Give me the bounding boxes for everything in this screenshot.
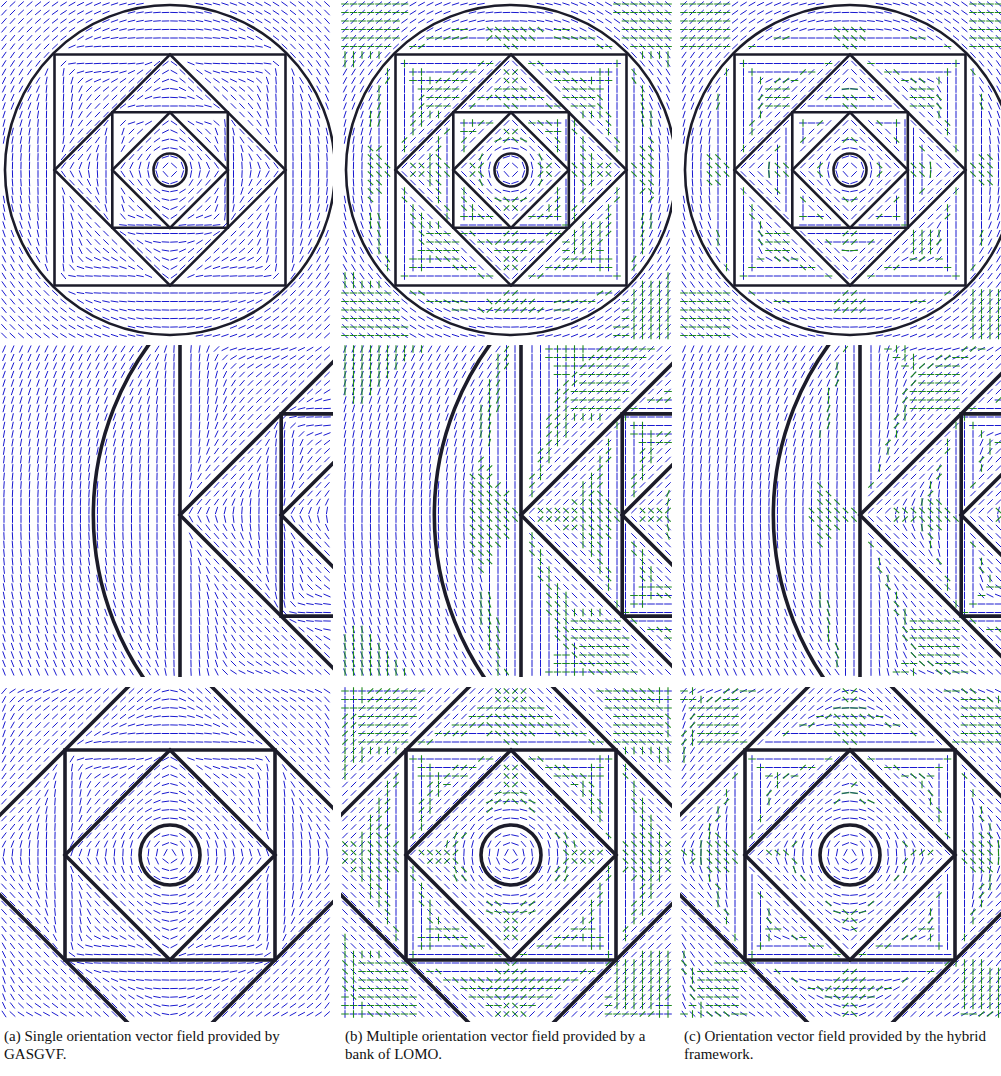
circle-outline xyxy=(685,5,1001,335)
polygon-outline xyxy=(453,112,569,228)
test-shape-outlines xyxy=(93,345,333,677)
panel-ground xyxy=(0,687,333,1022)
circle-outline xyxy=(481,825,541,885)
caption-column: (b) Multiple orientation vector field pr… xyxy=(341,1027,680,1063)
panel-ground xyxy=(341,0,672,340)
test-shape-outlines xyxy=(5,5,333,335)
blue-orientation-field xyxy=(342,1,671,338)
circle-outline xyxy=(93,345,333,677)
polygon-outline xyxy=(622,414,672,616)
polygon-outline xyxy=(745,750,955,960)
vector-field-panel xyxy=(680,687,1001,1022)
circle-outline xyxy=(820,825,880,885)
polygon-outline xyxy=(341,687,672,1022)
circle-outline xyxy=(341,687,672,1022)
polygon-outline xyxy=(341,687,672,1022)
polygon-outline xyxy=(735,55,966,286)
subfigure-caption: (b) Multiple orientation vector field pr… xyxy=(345,1027,672,1063)
test-shape-outlines xyxy=(434,345,672,677)
panel-ground xyxy=(680,0,1001,340)
vector-field-panel xyxy=(341,687,672,1022)
vector-field-panel xyxy=(341,345,672,677)
polygon-outline xyxy=(180,345,333,677)
vector-field-panel xyxy=(0,0,333,340)
polygon-outline xyxy=(55,55,286,286)
polygon-outline xyxy=(680,687,1001,1022)
polygon-outline xyxy=(406,750,616,960)
vector-field-panel xyxy=(680,0,1001,340)
polygon-outline xyxy=(65,750,275,960)
green-orientation-field xyxy=(680,687,1001,1018)
circle-outline xyxy=(0,687,333,1022)
polygon-outline xyxy=(55,55,286,286)
blue-orientation-field xyxy=(681,1,1001,338)
polygon-outline xyxy=(112,112,228,228)
polygon-outline xyxy=(860,345,1001,677)
circle-outline xyxy=(5,5,333,335)
test-shape-outlines xyxy=(346,5,672,335)
circle-outline xyxy=(773,345,1001,677)
polygon-outline xyxy=(745,750,955,960)
test-shape-outlines xyxy=(773,345,1001,677)
subfigure-caption: (c) Orientation vector field provided by… xyxy=(684,1027,993,1063)
blue-orientation-field xyxy=(1,1,330,338)
polygon-outline xyxy=(180,345,333,677)
circle-outline xyxy=(680,687,1001,1022)
circle-outline xyxy=(434,345,672,677)
polygon-outline xyxy=(961,414,1001,616)
polygon-outline xyxy=(396,55,627,286)
circle-outline xyxy=(346,5,672,335)
circle-outline xyxy=(834,154,867,187)
polygon-outline xyxy=(735,55,966,286)
green-orientation-field xyxy=(341,4,672,339)
polygon-outline xyxy=(281,414,333,616)
vector-field-panel xyxy=(680,345,1001,677)
polygon-outline xyxy=(112,112,228,228)
polygon-outline xyxy=(860,345,1001,677)
vector-field-panel xyxy=(0,345,333,677)
green-orientation-field xyxy=(680,4,1001,339)
polygon-outline xyxy=(792,112,908,228)
polygon-outline xyxy=(453,112,569,228)
circle-outline xyxy=(154,154,187,187)
polygon-outline xyxy=(521,345,672,677)
polygon-outline xyxy=(961,414,1001,616)
blue-orientation-field xyxy=(683,345,1001,676)
circle-outline xyxy=(140,825,200,885)
test-shape-outlines xyxy=(680,687,1001,1022)
blue-orientation-field xyxy=(342,687,672,1018)
green-orientation-field xyxy=(341,687,672,1018)
polygon-outline xyxy=(0,687,333,1022)
test-shape-outlines xyxy=(0,687,333,1022)
caption-column: (c) Orientation vector field provided by… xyxy=(680,1027,1001,1063)
test-shape-outlines xyxy=(685,5,1001,335)
subfigure-caption: (a) Single orientation vector field prov… xyxy=(4,1027,333,1063)
test-shape-outlines xyxy=(341,687,672,1022)
caption-row: (a) Single orientation vector field prov… xyxy=(0,1027,1001,1063)
polygon-outline xyxy=(680,687,1001,1022)
polygon-outline xyxy=(396,55,627,286)
polygon-outline xyxy=(281,414,333,616)
circle-outline xyxy=(495,154,528,187)
blue-orientation-field xyxy=(1,688,330,1017)
caption-column: (a) Single orientation vector field prov… xyxy=(0,1027,341,1063)
panel-ground xyxy=(680,345,1001,677)
polygon-outline xyxy=(521,345,672,677)
blue-orientation-field xyxy=(681,688,1001,1017)
polygon-outline xyxy=(0,687,333,1022)
panel-ground xyxy=(341,687,672,1022)
vector-field-panel xyxy=(341,0,672,340)
polygon-outline xyxy=(406,750,616,960)
polygon-outline xyxy=(622,414,672,616)
polygon-outline xyxy=(65,750,275,960)
polygon-outline xyxy=(792,112,908,228)
vector-field-panel xyxy=(0,687,333,1022)
